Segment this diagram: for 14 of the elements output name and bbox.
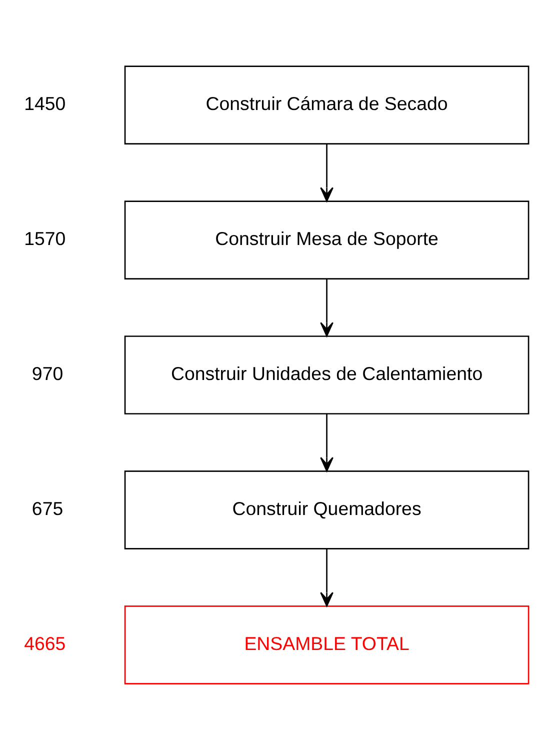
node-box: Construir Quemadores: [124, 470, 530, 549]
node-label: 1450: [24, 92, 66, 114]
node-label: 970: [32, 362, 64, 384]
node-box: Construir Mesa de Soporte: [124, 200, 530, 279]
node-box: ENSAMBLE TOTAL: [124, 604, 530, 684]
node-box: Construir Cámara de Secado: [124, 65, 530, 144]
node-label: 1570: [24, 227, 66, 248]
arrow: [320, 548, 334, 606]
node-label: 4665: [24, 632, 66, 654]
arrow: [320, 413, 334, 472]
node-label: 675: [32, 497, 64, 518]
node-box: Construir Unidades de Calentamiento: [124, 335, 530, 414]
arrow: [320, 278, 334, 336]
arrow: [320, 143, 334, 202]
